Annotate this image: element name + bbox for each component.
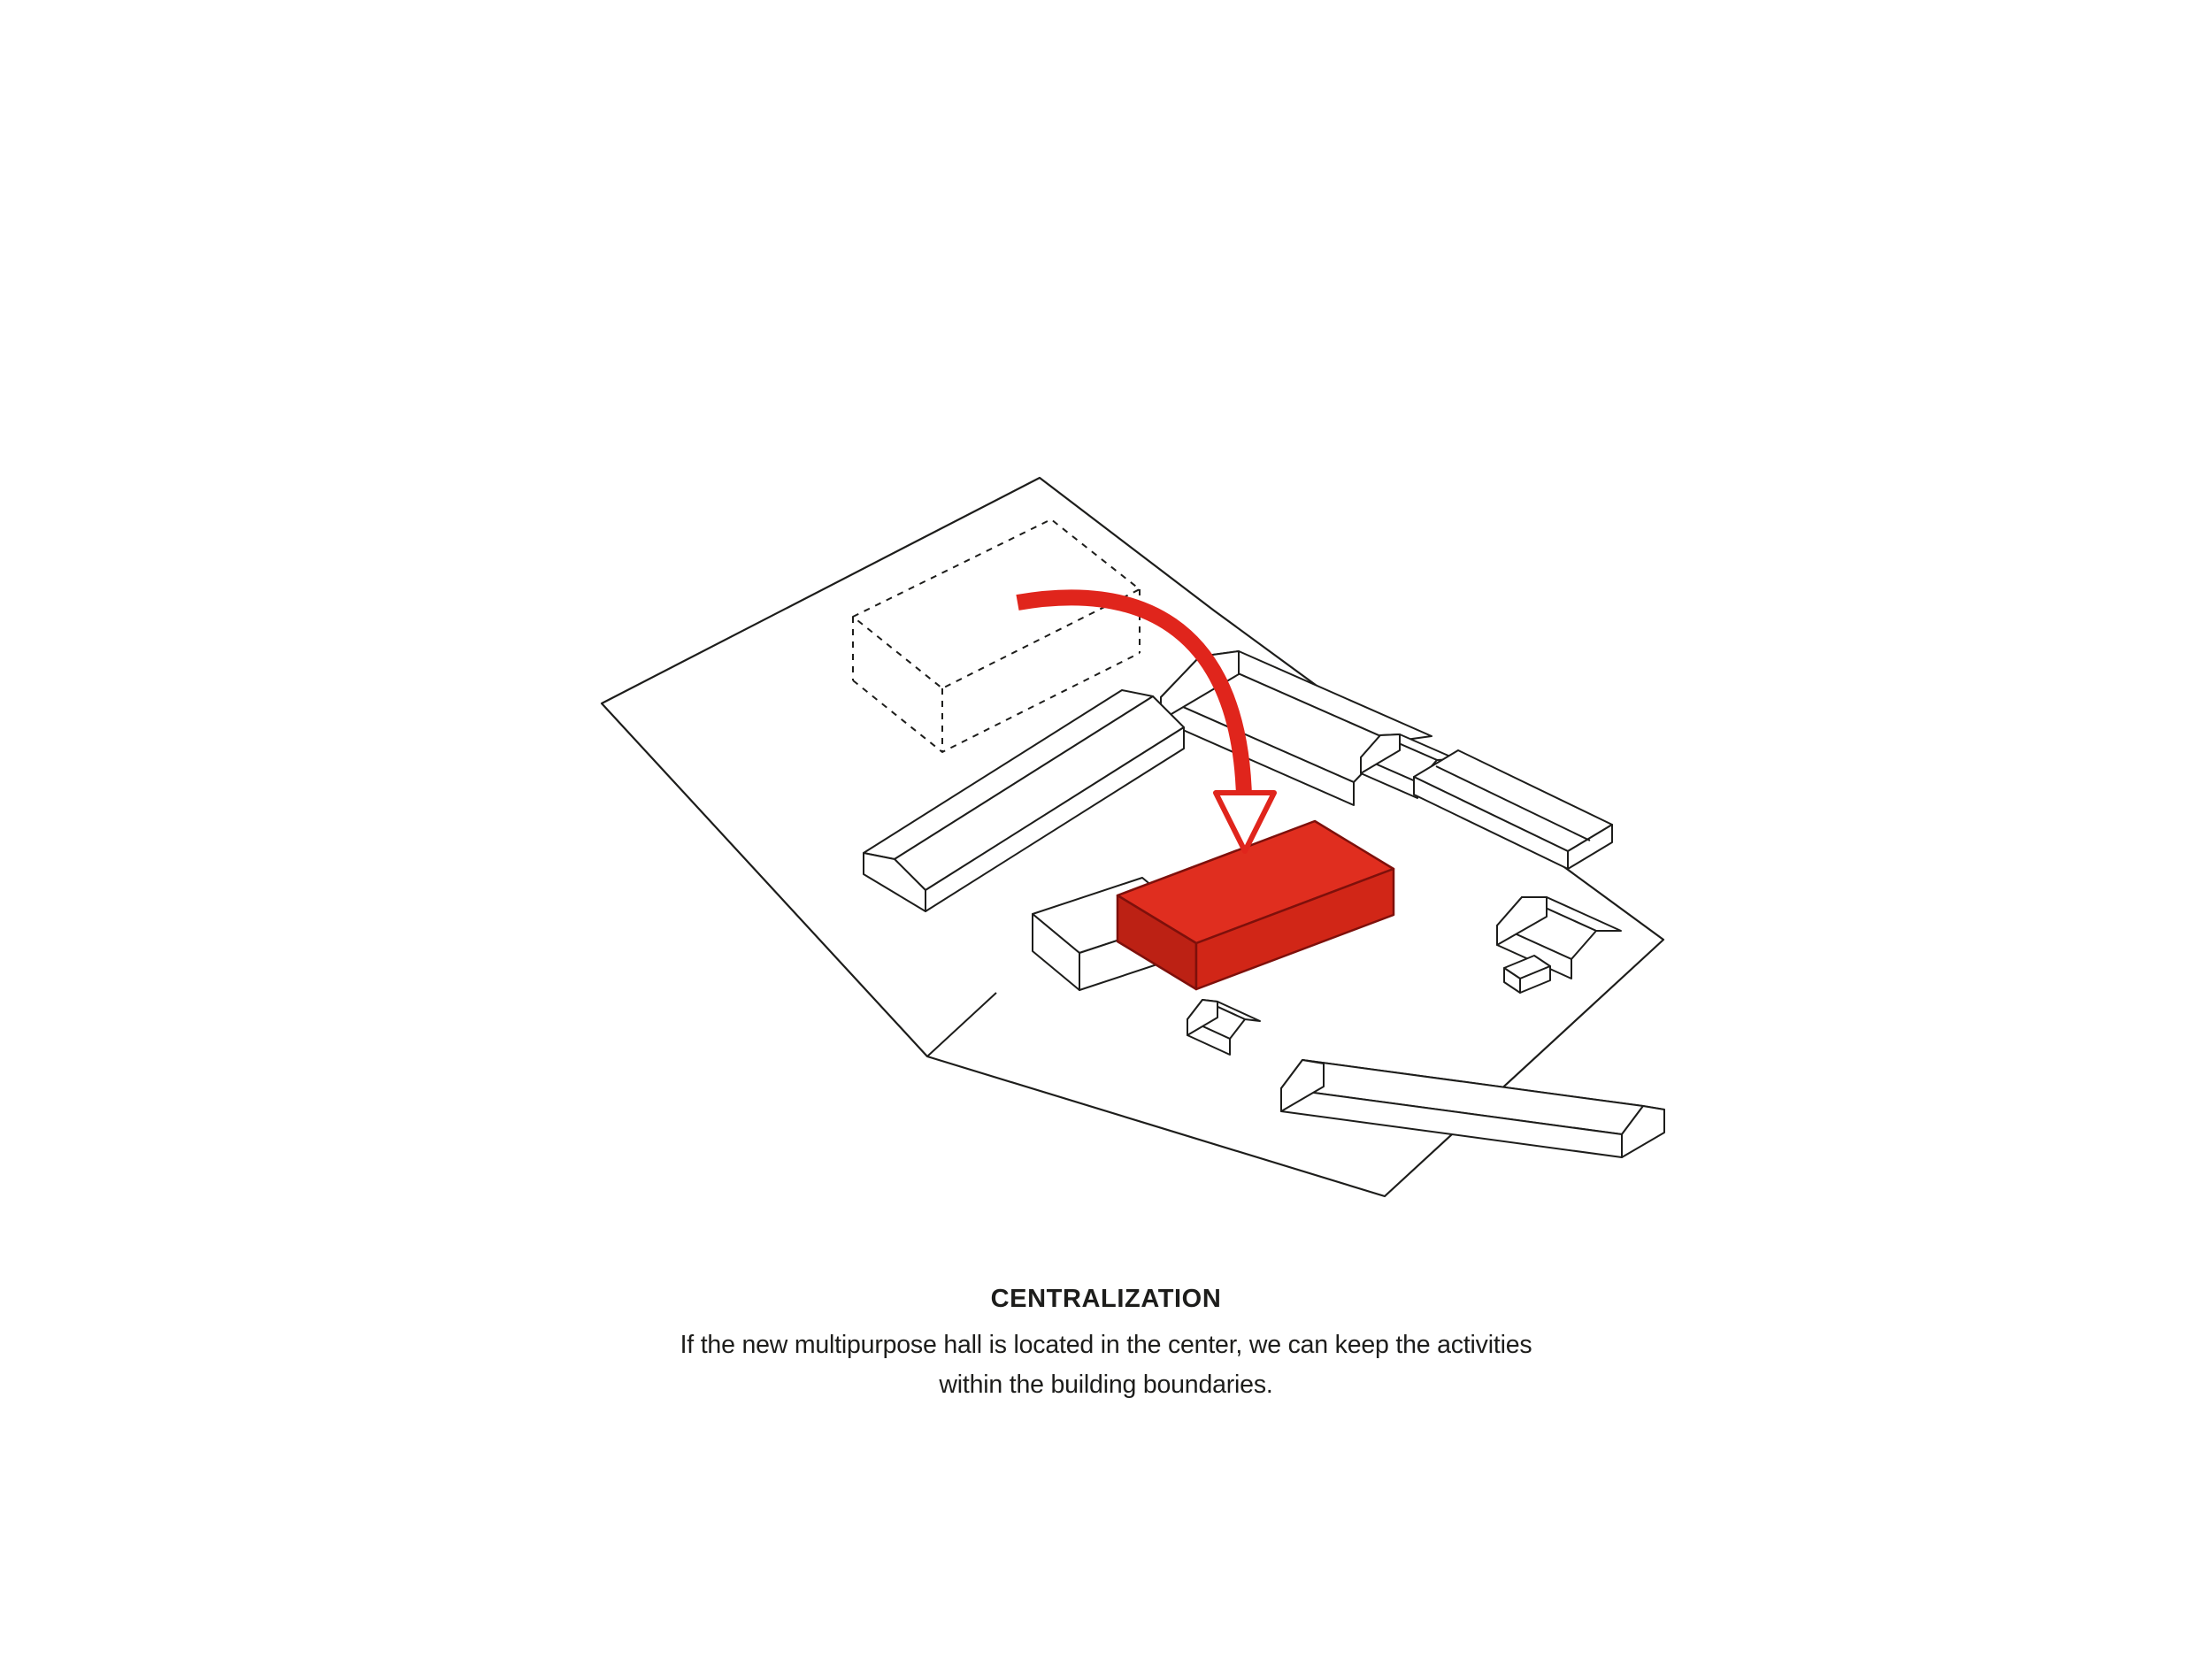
gable-end [863, 852, 926, 912]
building-northwest [863, 689, 1185, 912]
roof-ridge-line [1435, 765, 1591, 841]
gable-end [1280, 1059, 1325, 1112]
arrow-curve [1016, 589, 1252, 797]
wall-face [1519, 965, 1551, 994]
dashed-box-bottom-edges [852, 652, 1141, 753]
dashed-previous-footprint [852, 518, 1141, 753]
caption: CENTRALIZATION If the new multipurpose h… [0, 1285, 2212, 1405]
building-north-annex [1360, 733, 1457, 799]
caption-line-2: within the building boundaries. [939, 1371, 1273, 1399]
wall-face [1567, 824, 1613, 870]
caption-line-1: If the new multipurpose hall is located … [680, 1331, 1532, 1359]
gable-end [1496, 896, 1548, 946]
caption-title: CENTRALIZATION [990, 1285, 1222, 1313]
red-volume-right-wall [1194, 867, 1395, 991]
building-south [1280, 1059, 1665, 1158]
site-boundary [600, 476, 1665, 1198]
building-north [1160, 650, 1432, 806]
gable-end [1360, 733, 1401, 774]
site-plateau-edge [926, 992, 997, 1057]
new-hall-red-volume [1116, 819, 1395, 991]
building-east [1496, 896, 1622, 979]
gable-end [1187, 999, 1218, 1036]
building-small-box-east [1503, 955, 1551, 994]
arrow-head [1213, 790, 1277, 854]
gable-end [1621, 1105, 1665, 1158]
building-east-wing [1413, 749, 1613, 870]
relocation-arrow [1016, 589, 1277, 854]
building-small-hut [1187, 999, 1261, 1056]
